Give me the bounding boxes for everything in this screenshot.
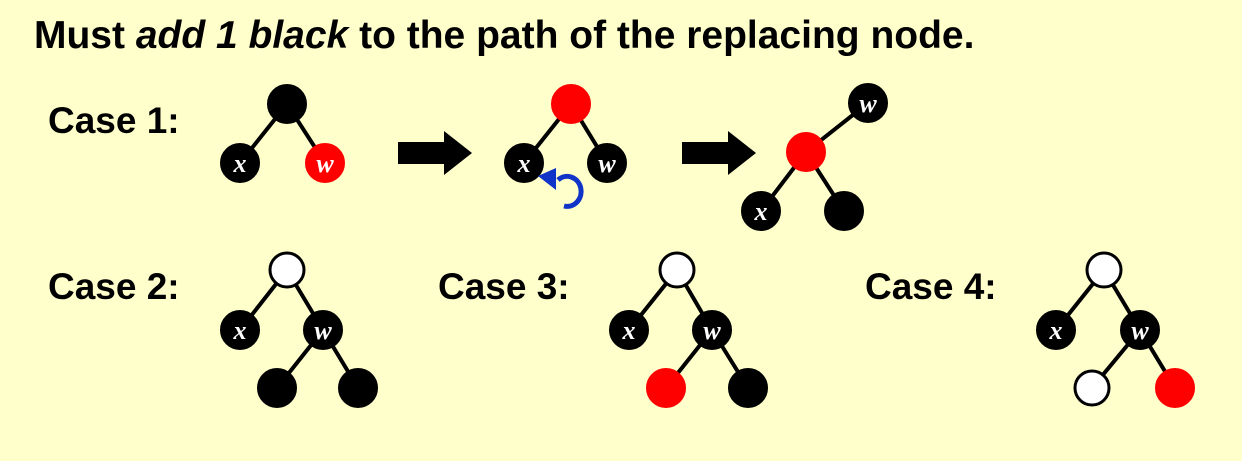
node-x-black xyxy=(220,143,260,183)
w-left-child-red xyxy=(646,368,686,408)
w-right-child-black xyxy=(728,368,768,408)
case-4-tree: x w xyxy=(1036,251,1195,408)
case-4-label: Case 4: xyxy=(865,266,997,307)
w-right-child-black xyxy=(338,368,378,408)
node-x-label: x xyxy=(233,316,247,345)
root-node-white xyxy=(268,251,306,289)
node-w-label: w xyxy=(598,149,616,178)
page-title: Must add 1 black to the path of the repl… xyxy=(34,14,974,58)
node-w-black xyxy=(303,310,343,350)
rotate-left-icon xyxy=(556,173,584,209)
root-node-black xyxy=(267,84,307,124)
title-suffix: to the path of the replacing node. xyxy=(348,14,975,57)
node-w-red xyxy=(305,143,345,183)
node-x-label: x xyxy=(754,197,768,226)
child-node-black xyxy=(824,191,864,231)
case-1-tree-after: w x xyxy=(741,83,888,231)
node-x-label: x xyxy=(622,316,636,345)
node-x-black xyxy=(741,191,781,231)
root-node-red xyxy=(551,84,591,124)
rotate-arrowhead-icon xyxy=(538,168,556,190)
case-3-label: Case 3: xyxy=(438,266,570,307)
case-1-tree-middle: x w xyxy=(504,84,627,209)
parent-node-red xyxy=(786,132,826,172)
case-3-tree: x w xyxy=(609,251,768,408)
node-w-label: w xyxy=(314,316,332,345)
node-x-black xyxy=(609,310,649,350)
case-1-label: Case 1: xyxy=(48,100,180,141)
node-x-label: x xyxy=(517,149,531,178)
root-node-white xyxy=(1085,251,1123,289)
node-x-label: x xyxy=(233,149,247,178)
node-w-black xyxy=(692,310,732,350)
node-x-label: x xyxy=(1049,316,1063,345)
node-w-black xyxy=(1120,310,1160,350)
w-left-child-black xyxy=(257,368,297,408)
node-x-black xyxy=(1036,310,1076,350)
right-arrow-icon xyxy=(682,131,756,175)
node-w-black xyxy=(848,83,888,123)
node-w-label: w xyxy=(316,149,334,178)
case-2-tree: x w xyxy=(220,251,378,408)
w-left-child-white xyxy=(1073,369,1111,407)
node-w-label: w xyxy=(1131,316,1149,345)
right-arrow-icon xyxy=(398,131,472,175)
case-2-label: Case 2: xyxy=(48,266,180,307)
node-w-label: w xyxy=(703,316,721,345)
w-right-child-red xyxy=(1155,368,1195,408)
root-node-white xyxy=(658,251,696,289)
title-prefix: Must xyxy=(34,14,136,57)
case-1-tree-before: x w xyxy=(220,84,345,183)
node-x-black xyxy=(220,310,260,350)
node-x-black xyxy=(504,143,544,183)
node-w-black xyxy=(587,143,627,183)
node-w-label: w xyxy=(859,89,877,118)
title-emphasis: add 1 black xyxy=(135,14,349,57)
